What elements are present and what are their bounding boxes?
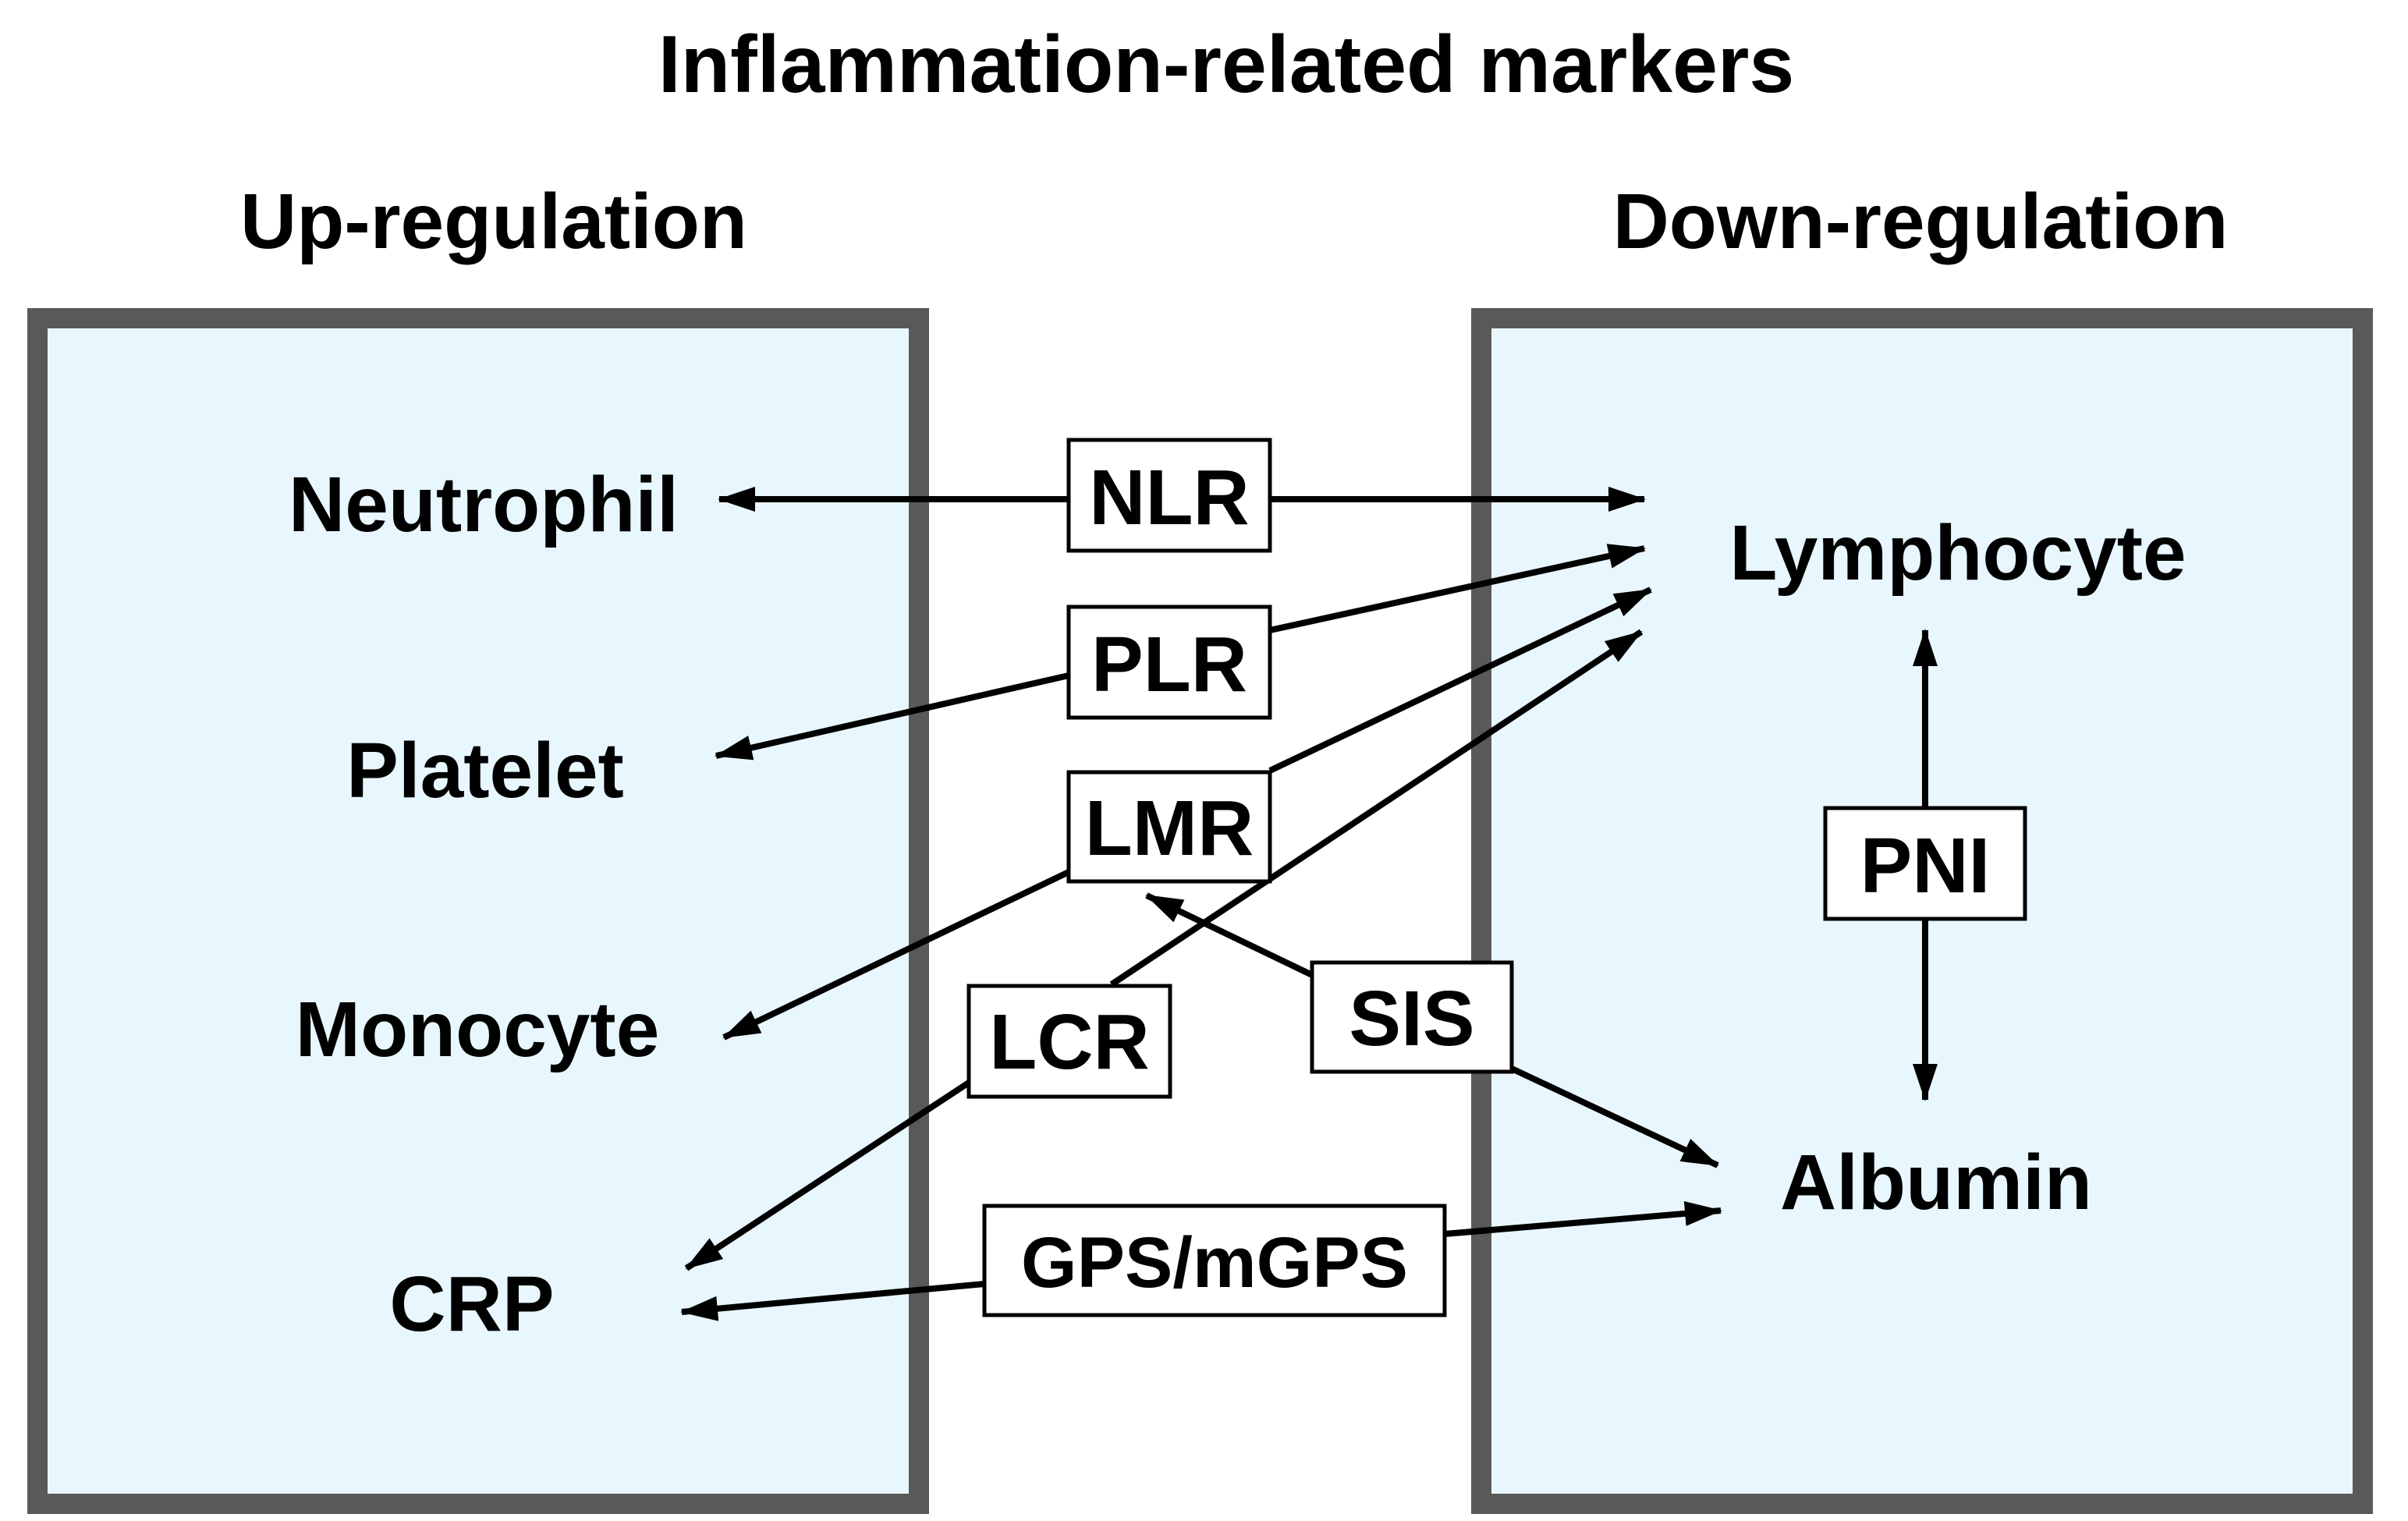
marker-nlr: NLR (1066, 438, 1272, 553)
arrows (680, 487, 1938, 1321)
plr-arrow-to-lymphocyte (1269, 544, 1646, 633)
marker-sis: SIS (1310, 960, 1514, 1074)
plr-arrow-to-platelet (715, 672, 1069, 760)
sis-label: SIS (1349, 975, 1474, 1062)
down-regulation-heading: Down-regulation (1613, 178, 2229, 265)
lcr-arrow-to-crp (684, 1080, 971, 1271)
lymphocyte-label: Lymphocyte (1729, 509, 2186, 597)
marker-plr: PLR (1066, 604, 1272, 720)
marker-lcr: LCR (966, 984, 1172, 1099)
marker-gps-mgps: GPS/mGPS (982, 1204, 1447, 1317)
plr-label: PLR (1091, 621, 1247, 708)
lcr-arrow-to-lymphocyte (1109, 629, 1644, 987)
monocyte-label: Monocyte (296, 986, 660, 1073)
albumin-label: Albumin (1780, 1139, 2092, 1226)
platelet-label: Platelet (346, 727, 624, 814)
sis-arrow-to-lmr (1145, 892, 1314, 978)
neutrophil-label: Neutrophil (289, 461, 679, 548)
gps-arrow-to-crp (680, 1281, 985, 1321)
gps-arrow-to-albumin (1444, 1200, 1722, 1237)
pni-label: PNI (1860, 822, 1991, 909)
nlr-label: NLR (1089, 454, 1250, 541)
crp-label: CRP (389, 1260, 554, 1348)
diagram-title: Inflammation-related markers (658, 20, 1795, 110)
lmr-label: LMR (1085, 785, 1254, 872)
lcr-label: LCR (989, 998, 1150, 1086)
gps-mgps-label: GPS/mGPS (1021, 1223, 1408, 1303)
lmr-arrow-to-monocyte (722, 869, 1070, 1041)
sis-arrow-to-albumin (1510, 1065, 1719, 1168)
marker-lmr: LMR (1066, 770, 1272, 884)
lmr-arrow-to-lymphocyte (1268, 587, 1652, 774)
marker-pni: PNI (1823, 806, 2027, 921)
up-regulation-heading: Up-regulation (240, 178, 747, 265)
